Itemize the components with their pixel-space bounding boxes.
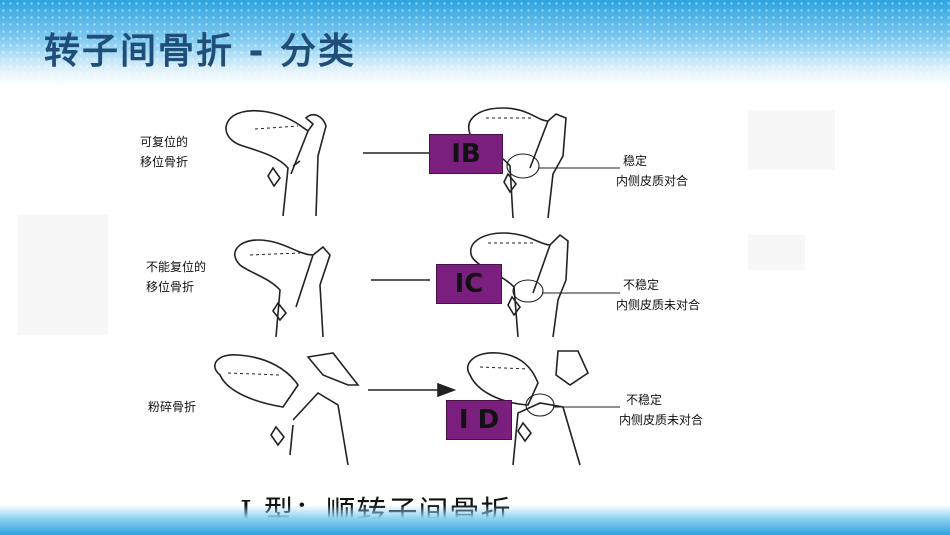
footer-banner bbox=[0, 505, 950, 535]
background-patch bbox=[18, 215, 108, 335]
type-badge-ib: IB bbox=[429, 134, 503, 174]
row-id-left-label-line1: 粉碎骨折 bbox=[148, 400, 197, 414]
row-ib-right-label-line2: 内侧皮质对合 bbox=[616, 174, 689, 188]
femur-diagram-id bbox=[214, 350, 620, 466]
type-badge-id: I D bbox=[446, 400, 512, 440]
row-ic-right-label-line2: 内侧皮质未对合 bbox=[616, 298, 701, 312]
row-ib-right-label-line1: 稳定 bbox=[623, 154, 648, 168]
row-ib-left-label-line1: 可复位的 bbox=[140, 135, 189, 149]
background-patch bbox=[745, 235, 805, 270]
row-ic-left-label-line1: 不能复位的 bbox=[146, 260, 207, 274]
femur-diagram-ib bbox=[225, 107, 620, 219]
row-ib-left-label-line2: 移位骨折 bbox=[140, 155, 189, 169]
row-id-right-label-line2: 内侧皮质未对合 bbox=[619, 413, 704, 427]
row-id-right-label-line1: 不稳定 bbox=[626, 393, 663, 407]
row-ic-left-label-line2: 移位骨折 bbox=[146, 280, 195, 294]
classification-row-ic: 不能复位的 移位骨折 不稳定 内侧皮质未对合 bbox=[108, 225, 748, 343]
classification-row-id: 粉碎骨折 不稳定 内侧皮质未对合 bbox=[108, 345, 748, 470]
slide-title: 转子间骨折 - 分类 bbox=[44, 31, 357, 72]
header-dot-pattern bbox=[0, 0, 950, 86]
row-ic-right-label-line1: 不稳定 bbox=[623, 278, 660, 292]
background-patch bbox=[740, 110, 835, 170]
classification-row-ib: 可复位的 移位骨折 稳定 内侧皮质对合 bbox=[108, 96, 748, 221]
header-banner: 转子间骨折 - 分类 bbox=[0, 0, 950, 86]
type-badge-ic: IC bbox=[436, 264, 502, 304]
